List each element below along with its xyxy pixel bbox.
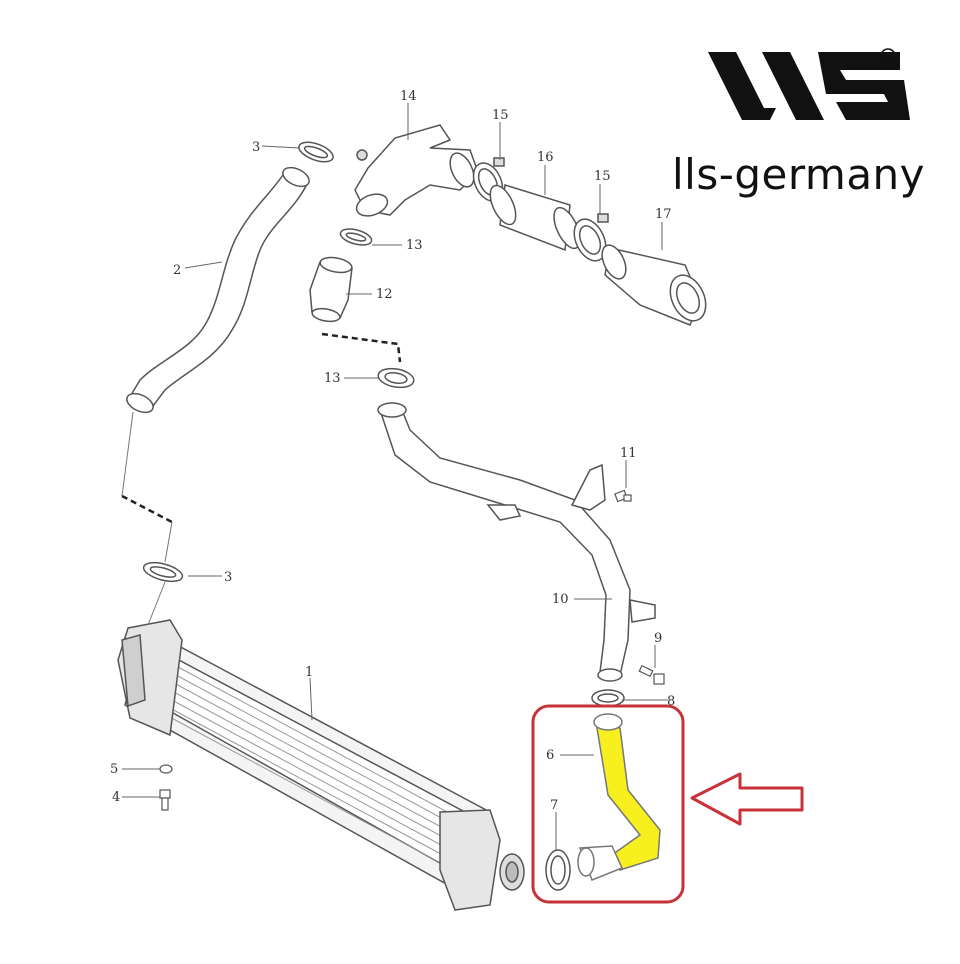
callout-5: 5 xyxy=(110,762,118,777)
pipe-10-part xyxy=(377,402,656,682)
pipe-14-part xyxy=(354,124,479,217)
callout-3-upper: 3 xyxy=(252,140,260,155)
callout-1: 1 xyxy=(305,665,313,680)
lls-logo-icon: R xyxy=(708,48,910,120)
intercooler-part xyxy=(117,619,525,911)
highlight-box xyxy=(531,704,685,904)
callout-17: 17 xyxy=(655,207,672,222)
clamp-15-lower xyxy=(573,213,609,262)
hose-6-highlighted xyxy=(577,713,661,881)
svg-text:R: R xyxy=(884,53,890,63)
tube-16-part xyxy=(489,184,581,252)
clamp-8 xyxy=(591,689,625,707)
callout-2: 2 xyxy=(173,263,181,278)
clamp-13-lower xyxy=(377,367,415,389)
pointer-arrow-icon xyxy=(690,772,804,826)
clamp-13-upper xyxy=(339,228,373,246)
clamp-3-upper xyxy=(298,141,334,163)
callout-16: 16 xyxy=(537,150,554,165)
dashed-connectors xyxy=(121,332,402,524)
callout-3-lower: 3 xyxy=(224,570,232,585)
callout-7: 7 xyxy=(550,798,558,813)
leader-connectors xyxy=(121,411,173,626)
hose-2-part xyxy=(126,166,310,414)
brand-name: lls-germany xyxy=(672,150,926,199)
bolt-4 xyxy=(159,789,171,811)
callout-6: 6 xyxy=(546,748,554,763)
callout-14: 14 xyxy=(400,89,417,104)
callout-4: 4 xyxy=(112,790,120,805)
hose-12-part xyxy=(309,256,353,323)
pipe-17-part xyxy=(601,244,707,326)
callout-8: 8 xyxy=(667,694,675,709)
clamp-7 xyxy=(545,849,571,891)
leader-lines xyxy=(122,103,668,850)
callout-15-lower: 15 xyxy=(594,169,611,184)
callout-12: 12 xyxy=(376,287,393,302)
washer-5 xyxy=(159,764,173,774)
bolt-9 xyxy=(638,664,665,685)
bolt-11 xyxy=(614,489,632,503)
clamp-3-lower xyxy=(142,561,184,583)
callout-10: 10 xyxy=(552,592,569,607)
callout-13-upper: 13 xyxy=(406,238,423,253)
callout-15-upper: 15 xyxy=(492,108,509,123)
callout-11: 11 xyxy=(620,446,637,461)
callout-9: 9 xyxy=(654,631,662,646)
callout-13-lower: 13 xyxy=(324,371,341,386)
